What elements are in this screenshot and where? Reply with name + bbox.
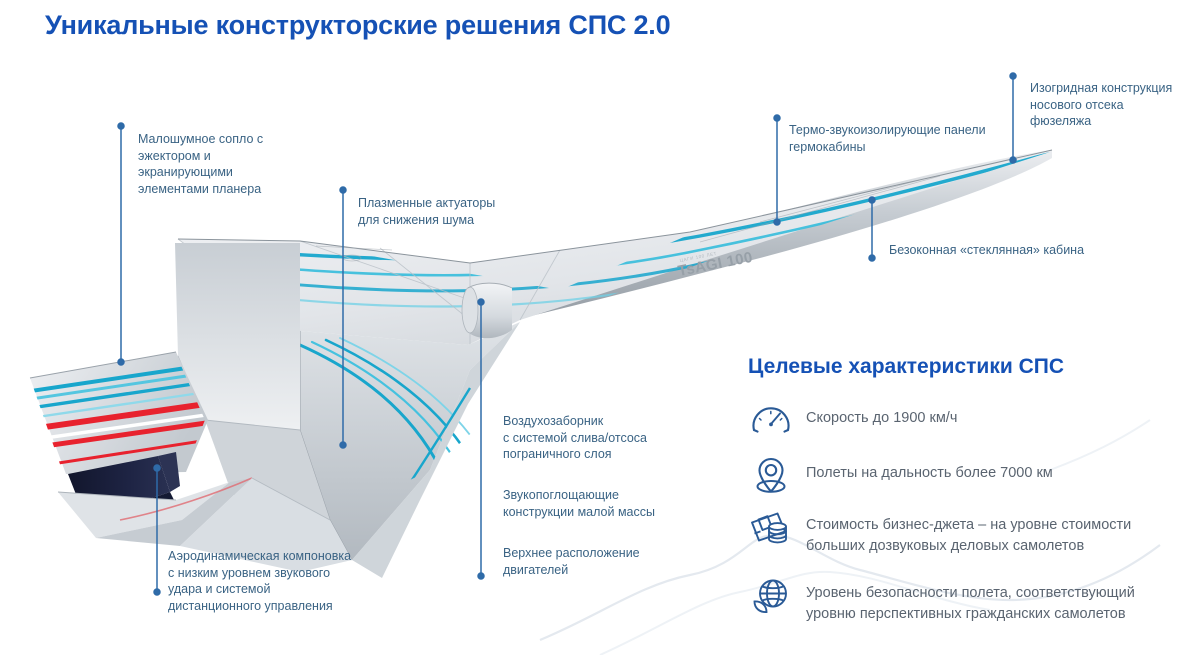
spec-row-speed: Скорость до 1900 км/ч bbox=[748, 398, 1188, 444]
leader-plasma bbox=[339, 186, 347, 449]
globe-icon bbox=[748, 573, 794, 619]
callout-thermo-acoustic-panels: Термо-звукоизолирующие панели гермокабин… bbox=[789, 123, 986, 154]
leader-nozzle bbox=[117, 122, 125, 366]
spec-text-cost: Стоимость бизнес-джета – на уровне стоим… bbox=[806, 517, 1132, 554]
spec-text-safety: Уровень безопасности полета, соответству… bbox=[806, 585, 1135, 622]
spec-row-range: Полеты на дальность более 7000 км bbox=[748, 453, 1188, 499]
spec-text-speed: Скорость до 1900 км/ч bbox=[806, 410, 958, 426]
callout-plasma-actuators: Плазменные актуаторы для снижения шума bbox=[358, 196, 496, 227]
location-pin-icon bbox=[748, 453, 794, 499]
specs-panel-title: Целевые характеристики СПС bbox=[748, 355, 1065, 378]
page-title: Уникальные конструкторские решения СПС 2… bbox=[45, 10, 671, 40]
leader-windowless-cabin bbox=[868, 196, 876, 262]
leader-air-intake bbox=[477, 298, 485, 580]
svg-text:ЦАГИ 100 ЛЕТ: ЦАГИ 100 ЛЕТ bbox=[679, 251, 717, 263]
callout-air-intake: Воздухозаборник с системой слива/отсоса … bbox=[503, 414, 648, 461]
callout-low-noise-nozzle: Малошумное сопло с эжектором и экранирую… bbox=[138, 132, 264, 196]
leader-thermo-panels bbox=[773, 114, 781, 226]
speedometer-icon bbox=[748, 398, 794, 444]
callout-sound-absorbing-structures: Звукопоглощающие конструкции малой массы bbox=[503, 488, 655, 519]
aircraft-livery-text: TsAGI 100 bbox=[677, 249, 755, 280]
callout-upper-engine-placement: Верхнее расположение двигателей bbox=[503, 546, 640, 577]
callout-windowless-cabin: Безоконная «стеклянная» кабина bbox=[889, 243, 1085, 257]
callout-isogrid-nose: Изогридная конструкция носового отсека ф… bbox=[1030, 81, 1173, 128]
leader-aerodynamic bbox=[153, 464, 161, 596]
callout-aerodynamic-layout: Аэродинамическая компоновка с низким уро… bbox=[168, 549, 352, 613]
spec-row-cost: Стоимость бизнес-джета – на уровне стоим… bbox=[748, 505, 1198, 557]
spec-row-safety: Уровень безопасности полета, соответству… bbox=[748, 573, 1198, 625]
money-icon bbox=[748, 505, 794, 551]
spec-text-range: Полеты на дальность более 7000 км bbox=[806, 465, 1053, 481]
